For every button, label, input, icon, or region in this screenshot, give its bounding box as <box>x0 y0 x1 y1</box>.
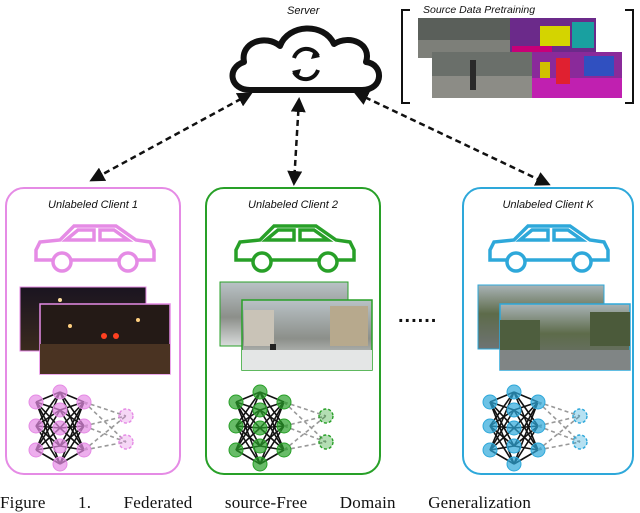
network-node <box>252 402 268 418</box>
network-node <box>228 418 244 434</box>
car-icon <box>488 224 610 273</box>
network-node <box>252 438 268 454</box>
network-node <box>52 420 68 436</box>
client-2-network-icon <box>228 384 334 472</box>
car-icon <box>234 224 356 273</box>
network-node <box>482 418 498 434</box>
network-node <box>252 456 268 472</box>
network-node <box>28 418 44 434</box>
arrow-client-1 <box>89 92 253 182</box>
client-k-photos <box>477 284 631 371</box>
network-output-node <box>318 408 334 424</box>
network-node <box>76 442 92 458</box>
network-node <box>52 438 68 454</box>
network-output-node <box>118 408 134 424</box>
network-node <box>506 384 522 400</box>
ellipsis: ...... <box>398 305 438 327</box>
network-node <box>506 456 522 472</box>
network-node <box>506 438 522 454</box>
source-data-bracket <box>401 9 634 104</box>
network-node <box>52 456 68 472</box>
client-k-network-icon <box>482 384 588 472</box>
network-node <box>276 418 292 434</box>
client-2-photos <box>219 281 373 371</box>
network-node <box>482 442 498 458</box>
network-node <box>252 384 268 400</box>
source-data-label: Source Data Pretraining <box>423 4 536 16</box>
network-output-node <box>318 434 334 450</box>
network-node <box>52 384 68 400</box>
server-cloud-icon <box>229 25 382 93</box>
network-node <box>228 394 244 410</box>
network-node <box>482 394 498 410</box>
network-output-node <box>118 434 134 450</box>
network-node <box>52 402 68 418</box>
sync-icon <box>292 46 320 82</box>
client-1-network-icon <box>28 384 134 472</box>
client-1-title: Unlabeled Client 1 <box>48 199 138 211</box>
network-node <box>530 442 546 458</box>
network-node <box>276 394 292 410</box>
network-node <box>530 418 546 434</box>
figure-caption: Figure 1. Federated source-Free Domain G… <box>0 493 532 512</box>
client-2-title: Unlabeled Client 2 <box>248 199 338 211</box>
network-node <box>28 442 44 458</box>
client-1-photos <box>19 286 171 375</box>
network-node <box>506 420 522 436</box>
network-node <box>506 402 522 418</box>
network-output-node <box>572 434 588 450</box>
network-node <box>252 420 268 436</box>
network-node <box>76 418 92 434</box>
network-node <box>28 394 44 410</box>
client-k-title: Unlabeled Client K <box>502 199 594 211</box>
server-label: Server <box>287 5 320 17</box>
network-node <box>228 442 244 458</box>
arrow-client-k <box>353 91 551 186</box>
network-node <box>530 394 546 410</box>
network-node <box>76 394 92 410</box>
network-output-node <box>572 408 588 424</box>
arrow-client-2 <box>287 97 306 186</box>
network-node <box>276 442 292 458</box>
car-icon <box>34 224 156 273</box>
